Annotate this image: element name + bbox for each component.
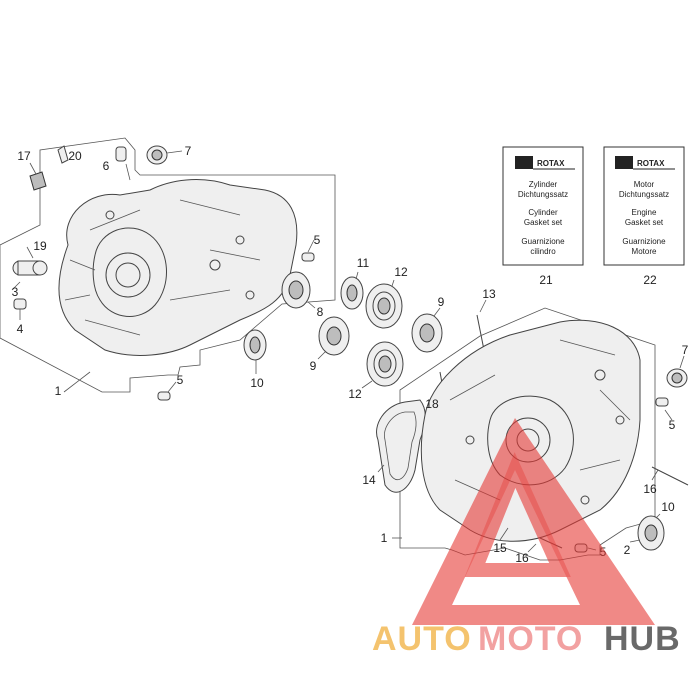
card-text-line: Guarnizione [622, 237, 666, 246]
callout-label: 17 [17, 149, 31, 163]
callout-label: 3 [12, 285, 19, 299]
callout-label: 9 [310, 359, 317, 373]
callout-label: 2 [624, 543, 631, 557]
watermark-text-auto: AUTO [372, 620, 472, 658]
card-text-line: Cylinder [528, 208, 558, 217]
callout-label: 14 [362, 473, 376, 487]
gasket-card-cylinder: ROTAX Zylinder Dichtungssatz Cylinder Ga… [502, 146, 584, 266]
callout-label: 20 [68, 149, 82, 163]
card-brand-text: ROTAX [637, 159, 665, 168]
callout-label: 7 [185, 144, 192, 158]
callout-label: 19 [33, 239, 47, 253]
watermark-triangle [412, 418, 655, 625]
gasket-card-engine: ROTAX Motor Dichtungssatz Engine Gasket … [603, 146, 685, 266]
left-small-parts [11, 145, 316, 401]
callout-label: 7 [682, 343, 689, 357]
callout-label: 5 [669, 418, 676, 432]
callout-label: 8 [317, 305, 324, 319]
callout-label: 4 [17, 322, 24, 336]
card-text-line: Motore [632, 247, 657, 256]
center-bearings [317, 271, 487, 406]
card-brand-badge [615, 156, 633, 169]
callout-label: 22 [643, 273, 657, 287]
card-text-line: Guarnizione [521, 237, 565, 246]
card-text-line: Zylinder [529, 180, 558, 189]
watermark-text-moto: MOTO [478, 620, 583, 658]
card-brand-text: ROTAX [537, 159, 565, 168]
callout-label: 10 [661, 500, 675, 514]
card-text-line: Gasket set [524, 218, 563, 227]
callout-label: 18 [425, 397, 439, 411]
callout-label: 12 [394, 265, 408, 279]
card-text-line: Motor [634, 180, 655, 189]
callout-label: 21 [539, 273, 553, 287]
callout-label: 16 [515, 551, 529, 565]
callout-label: 5 [314, 233, 321, 247]
card-text-line: Gasket set [625, 218, 664, 227]
callout-label: 10 [250, 376, 264, 390]
callout-label: 1 [55, 384, 62, 398]
callout-label: 11 [357, 256, 370, 270]
callout-label: 1 [381, 531, 388, 545]
callout-label: 5 [177, 373, 184, 387]
callout-label: 12 [348, 387, 362, 401]
card-text-line: Dichtungssatz [518, 190, 568, 199]
callout-label: 15 [493, 541, 507, 555]
automotohub-watermark: AUTO MOTO HUB [372, 418, 681, 658]
callout-label: 9 [438, 295, 445, 309]
right-small-parts [629, 355, 689, 551]
callout-label: 13 [482, 287, 496, 301]
card-text-line: Dichtungssatz [619, 190, 669, 199]
callout-label: 16 [643, 482, 657, 496]
card-text-line: Engine [632, 208, 657, 217]
left-crankcase-half [0, 137, 336, 393]
callout-label: 6 [103, 159, 110, 173]
watermark-text-hub: HUB [604, 620, 681, 658]
card-text-line: cilindro [530, 247, 556, 256]
card-brand-badge [515, 156, 533, 169]
